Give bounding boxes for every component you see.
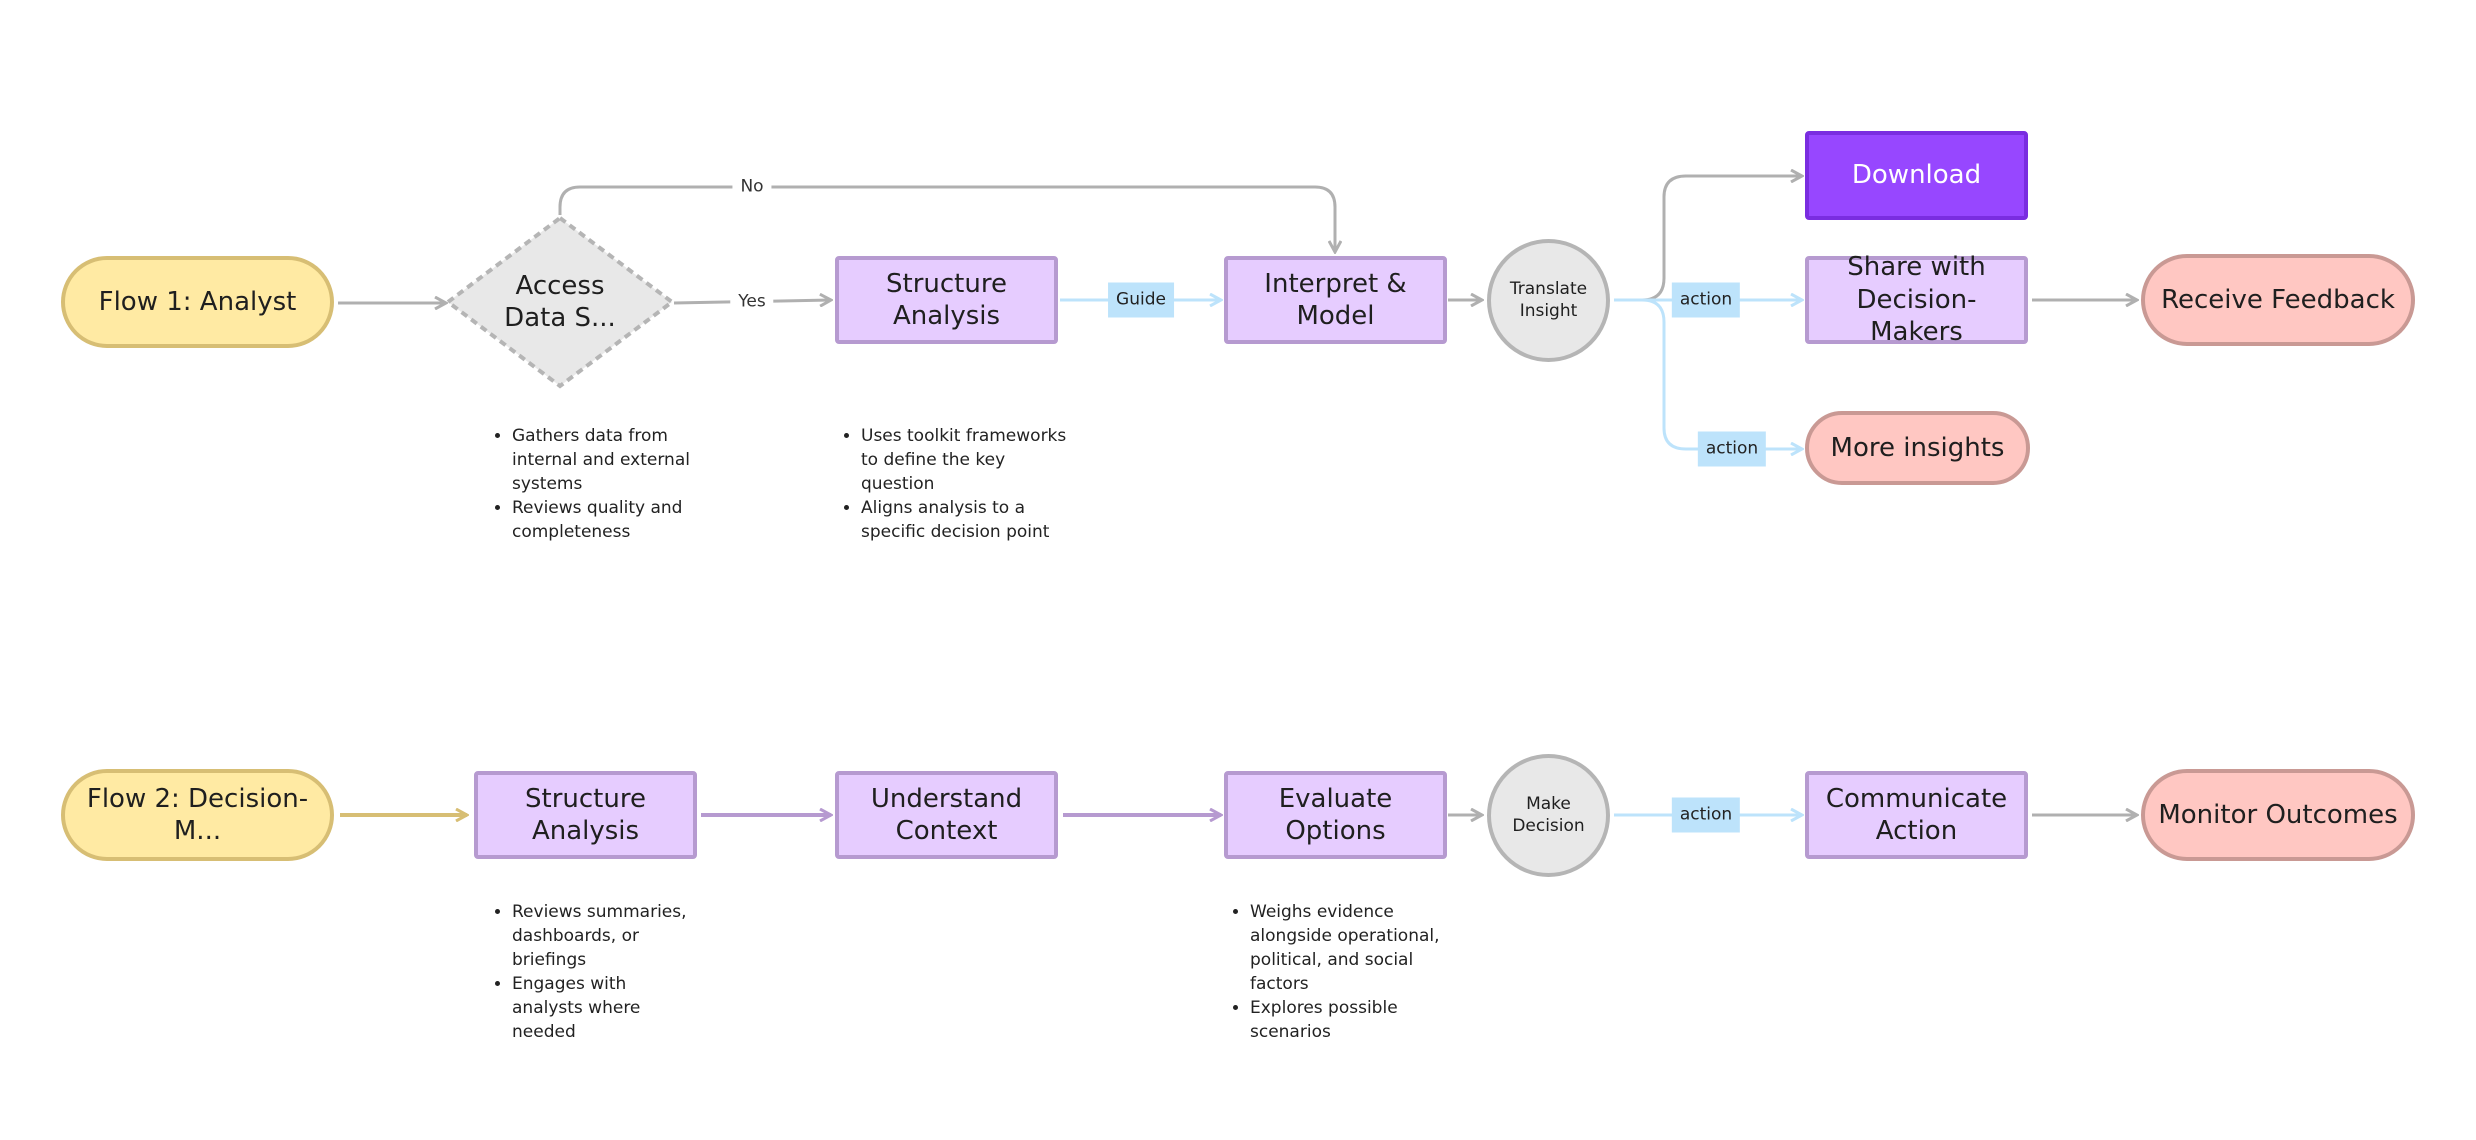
access-note-item: Reviews quality and completeness	[512, 496, 702, 544]
edge-label-action-share: action	[1671, 282, 1741, 318]
evaluate-note-item: Weighs evidence alongside operational, p…	[1250, 900, 1450, 996]
edge-label-action-communicate: action	[1671, 797, 1741, 833]
evaluate-options-node[interactable]: Evaluate Options	[1224, 771, 1447, 859]
structure-note-item: Uses toolkit frameworks to define the ke…	[861, 424, 1071, 496]
evaluate-options-label: Evaluate Options	[1278, 783, 1393, 847]
interpret-model-node[interactable]: Interpret & Model	[1224, 256, 1447, 344]
edge-label-guide: Guide	[1108, 282, 1174, 318]
access-data-decision-label-wrap: Access Data S...	[470, 262, 650, 342]
access-data-decision-label: Access Data S...	[504, 270, 616, 334]
flow2-start-label: Flow 2: Decision-M...	[86, 783, 309, 847]
understand-context-label: Understand Context	[870, 783, 1023, 847]
make-decision-node[interactable]: Make Decision	[1487, 754, 1610, 877]
translate-insight-node[interactable]: Translate Insight	[1487, 239, 1610, 362]
flow2-structure-analysis-node[interactable]: Structure Analysis	[474, 771, 697, 859]
monitor-outcomes-label: Monitor Outcomes	[2158, 799, 2398, 830]
edge-label-action-more: action	[1697, 431, 1767, 467]
communicate-action-label: Communicate Action	[1825, 783, 2008, 847]
structure-note-item: Aligns analysis to a specific decision p…	[861, 496, 1071, 544]
edge-translate-action-to-more	[1614, 298, 1802, 449]
receive-feedback-label: Receive Feedback	[2161, 284, 2395, 315]
share-decision-makers-label: Share with Decision-Makers	[1847, 252, 1986, 348]
flow2-start-node[interactable]: Flow 2: Decision-M...	[61, 769, 334, 861]
evaluate-note-item: Explores possible scenarios	[1250, 996, 1450, 1044]
edge-label-yes: Yes	[730, 288, 774, 316]
more-insights-label: More insights	[1830, 432, 2005, 463]
receive-feedback-node[interactable]: Receive Feedback	[2141, 254, 2415, 346]
edge-access-no-to-interpret	[558, 185, 1335, 252]
make-decision-label: Make Decision	[1512, 794, 1585, 836]
flow2-structure-note-item: Engages with analysts where needed	[512, 972, 692, 1044]
flow1-structure-analysis-label: Structure Analysis	[886, 268, 1007, 332]
flow1-start-node[interactable]: Flow 1: Analyst	[61, 256, 334, 348]
monitor-outcomes-node[interactable]: Monitor Outcomes	[2141, 769, 2415, 861]
access-note-item: Gathers data from internal and external …	[512, 424, 702, 496]
communicate-action-node[interactable]: Communicate Action	[1805, 771, 2028, 859]
download-label: Download	[1851, 160, 1982, 191]
edge-translate-to-download	[1614, 176, 1802, 302]
download-node[interactable]: Download	[1805, 131, 2028, 220]
access-data-notes: Gathers data from internal and external …	[484, 424, 702, 544]
evaluate-options-notes: Weighs evidence alongside operational, p…	[1222, 900, 1450, 1044]
structure-analysis-notes: Uses toolkit frameworks to define the ke…	[833, 424, 1071, 544]
more-insights-node[interactable]: More insights	[1805, 411, 2030, 485]
flow2-structure-notes: Reviews summaries, dashboards, or briefi…	[484, 900, 692, 1044]
flow2-structure-analysis-label: Structure Analysis	[525, 783, 646, 847]
edge-label-no: No	[732, 173, 772, 201]
flow2-structure-note-item: Reviews summaries, dashboards, or briefi…	[512, 900, 692, 972]
translate-insight-label: Translate Insight	[1509, 279, 1588, 321]
access-data-decision-diamond[interactable]	[444, 215, 676, 389]
share-decision-makers-node[interactable]: Share with Decision-Makers	[1805, 252, 2028, 347]
flow1-structure-analysis-node[interactable]: Structure Analysis	[835, 256, 1058, 344]
flow1-start-label: Flow 1: Analyst	[98, 286, 297, 317]
interpret-model-label: Interpret & Model	[1264, 268, 1407, 332]
understand-context-node[interactable]: Understand Context	[835, 771, 1058, 859]
